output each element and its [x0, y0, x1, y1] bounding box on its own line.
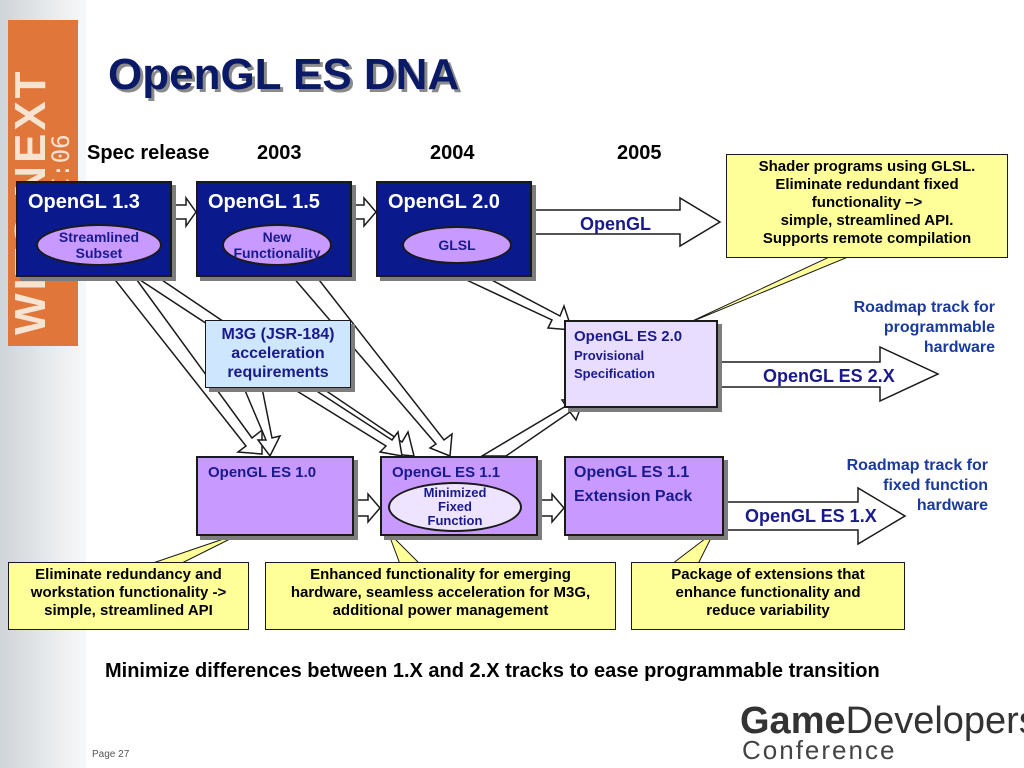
new-functionality-line1: New: [262, 229, 292, 245]
arrow-20-to-es20: [457, 275, 574, 331]
logo-conference: Conference: [742, 735, 897, 765]
shader-note-line4: simple, streamlined API.: [780, 212, 954, 229]
logo-game: Game: [740, 700, 846, 742]
note-package-of-extensions: Package of extensions that enhance funct…: [631, 562, 905, 630]
es20-provisional: Provisional: [574, 348, 645, 363]
roadmap-fixed-line2: fixed function: [883, 477, 988, 494]
roadmap-programmable-label: Roadmap track for programmable hardware: [854, 298, 995, 358]
roadmap-fixed-label: Roadmap track for fixed function hardwar…: [847, 456, 988, 516]
note1-line3: simple, streamlined API: [44, 602, 213, 619]
es11-title: OpenGL ES 1.1: [392, 464, 501, 481]
es1x-track-label: OpenGL ES 1.X: [745, 506, 877, 526]
note2-line3: additional power management: [332, 602, 549, 619]
mff-line3: Function: [427, 513, 483, 528]
minimized-fixed-function-oval: Minimized Fixed Function: [388, 482, 522, 532]
note3-line3: reduce variability: [706, 602, 830, 619]
glsl-oval-label: GLSL: [438, 237, 476, 253]
note3-line2: enhance functionality and: [675, 584, 861, 601]
m3g-line1: M3G (JSR-184): [221, 326, 335, 343]
summary-statement: Minimize differences between 1.X and 2.X…: [105, 660, 880, 682]
shader-programs-note: Shader programs using GLSL. Eliminate re…: [726, 154, 1008, 258]
arrow-opengl-track: [531, 196, 722, 248]
logo-developers: Developers: [845, 700, 1024, 742]
year-2003-label: 2003: [257, 142, 302, 164]
roadmap-fixed-line1: Roadmap track for: [846, 457, 988, 474]
m3g-requirements-box: M3G (JSR-184) acceleration requirements: [205, 320, 351, 388]
roadmap-fixed-line3: hardware: [916, 497, 988, 514]
roadmap-prog-line1: Roadmap track for: [853, 299, 995, 316]
opengl-es-11-extension-pack-box: OpenGL ES 1.1 Extension Pack: [564, 456, 724, 536]
shader-note-line2: Eliminate redundant fixed: [775, 176, 959, 193]
es10-title: OpenGL ES 1.0: [208, 464, 317, 481]
opengl-20-title: OpenGL 2.0: [388, 191, 500, 213]
callout-pointer-ext: [670, 531, 715, 565]
opengl-15-title: OpenGL 1.5: [208, 191, 320, 213]
es11ext-line2: Extension Pack: [574, 488, 693, 505]
spec-release-label: Spec release: [87, 142, 210, 164]
es20-title: OpenGL ES 2.0: [574, 328, 683, 345]
mff-line1: Minimized: [423, 485, 487, 500]
roadmap-prog-line3: hardware: [923, 339, 995, 356]
note2-line2: hardware, seamless acceleration for M3G,: [290, 584, 591, 601]
arrow-15-to-20: [353, 195, 377, 229]
slide-title: OpenGL ES DNA: [108, 50, 460, 99]
streamlined-subset-line1: Streamlined: [58, 229, 140, 245]
m3g-line2: acceleration: [231, 345, 325, 362]
opengl-es-20-box: OpenGL ES 2.0 Provisional Specification: [564, 320, 718, 408]
callout-pointer-es11: [387, 531, 422, 565]
es11ext-line1: OpenGL ES 1.1: [574, 464, 690, 481]
opengl-13-title: OpenGL 1.3: [28, 191, 140, 213]
roadmap-prog-line2: programmable: [883, 319, 995, 336]
opengl-es-10-box: OpenGL ES 1.0: [196, 456, 354, 536]
new-functionality-line2: Functionality: [233, 245, 321, 261]
opengl-track-label: OpenGL: [580, 214, 651, 234]
callout-pointer-es10: [149, 531, 245, 565]
arrow-13-to-15: [173, 195, 197, 229]
year-2005-label: 2005: [617, 142, 662, 164]
es2x-track-label: OpenGL ES 2.X: [763, 366, 895, 386]
note-eliminate-redundancy: Eliminate redundancy and workstation fun…: [8, 562, 249, 630]
arrow-es11-to-ext: [539, 491, 565, 525]
callout-pointer-shader: [685, 251, 861, 325]
note3-line1: Package of extensions that: [671, 566, 865, 583]
streamlined-subset-line2: Subset: [75, 245, 123, 261]
shader-note-line1: Shader programs using GLSL.: [758, 158, 976, 175]
note2-line1: Enhanced functionality for emerging: [310, 566, 571, 583]
es20-specification: Specification: [574, 366, 655, 381]
arrow-es10-to-es11: [355, 491, 381, 525]
gdc-logo: GameDevelopers: [740, 700, 1024, 743]
note1-line1: Eliminate redundancy and: [35, 566, 222, 583]
note-enhanced-functionality: Enhanced functionality for emerging hard…: [265, 562, 616, 630]
shader-note-line5: Supports remote compilation: [762, 230, 972, 247]
glsl-oval: GLSL: [402, 226, 512, 264]
page-number: Page 27: [92, 749, 130, 760]
arrow-es1x-track: [725, 486, 907, 546]
shader-note-line3: functionality –>: [811, 194, 923, 211]
arrow-m3g-to-es11: [289, 387, 403, 457]
m3g-line3: requirements: [227, 364, 329, 381]
arrow-m3g-to-es10: [242, 387, 282, 458]
mff-line2: Fixed: [438, 499, 472, 514]
arrow-es2x-track: [717, 345, 940, 403]
year-2004-label: 2004: [430, 142, 475, 164]
note1-line2: workstation functionality ->: [30, 584, 227, 601]
